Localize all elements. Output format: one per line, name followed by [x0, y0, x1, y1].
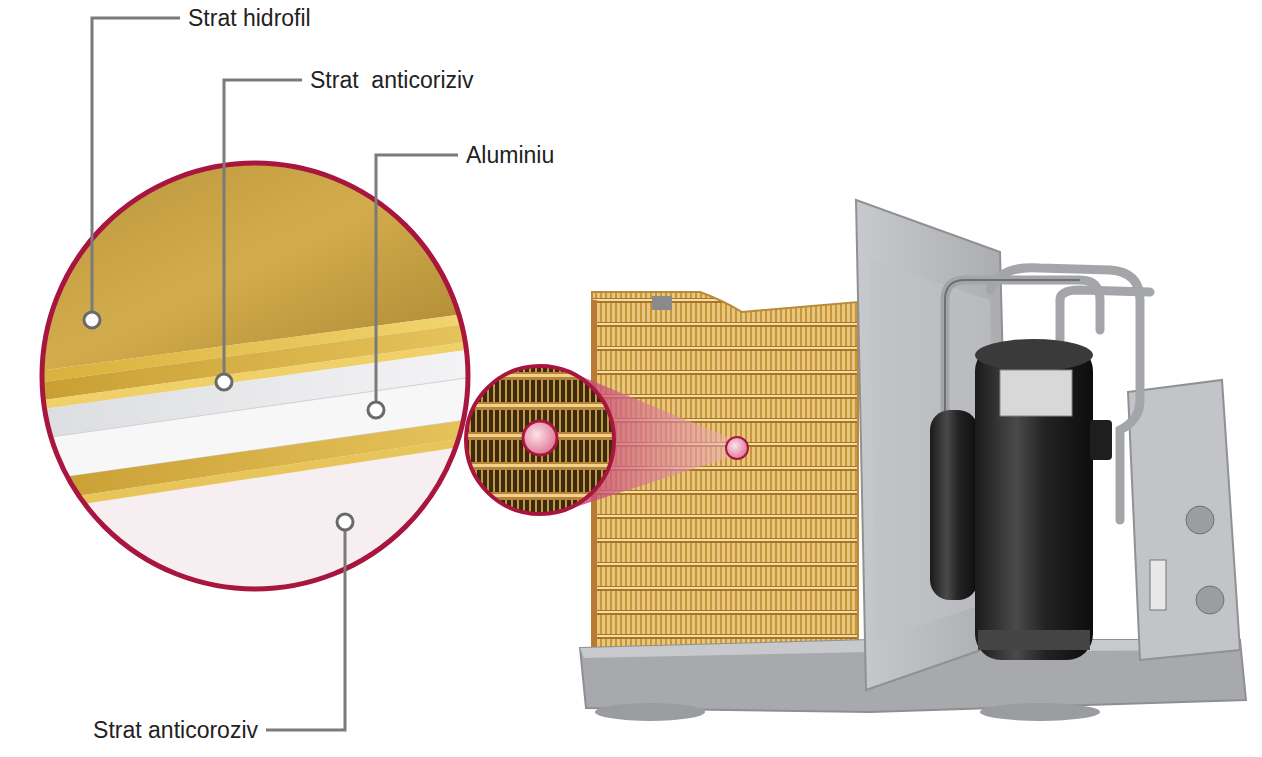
leader-dots: [84, 312, 384, 530]
focus-dot: [523, 421, 557, 455]
terminal-cover: [1090, 420, 1112, 460]
compressor-plate: [1000, 370, 1072, 416]
layer-label: Strat anticoriziv: [310, 66, 474, 94]
compressor: [975, 345, 1093, 660]
accumulator: [930, 410, 978, 600]
service-valve: [1196, 586, 1224, 614]
leader-line: [266, 522, 345, 730]
leader-lines: [92, 18, 458, 730]
leader-line: [376, 155, 458, 410]
layer-closeup: [30, 150, 490, 610]
foot: [595, 703, 705, 721]
service-valve: [1186, 506, 1214, 534]
leader-dot: [84, 312, 100, 328]
magnifier-ring: [466, 366, 614, 514]
coil-bracket: [652, 296, 672, 310]
layer-label: Aluminiu: [466, 141, 554, 169]
leader-line: [92, 18, 180, 320]
fin-closeup: [462, 362, 622, 522]
leader-dot: [368, 402, 384, 418]
barcode-sticker: [1150, 560, 1166, 610]
magnifier-ring: [42, 163, 468, 589]
compressor-top: [975, 339, 1093, 371]
leader-line: [224, 80, 302, 382]
compressor-mount: [978, 630, 1090, 650]
condenser-coil: [592, 292, 858, 690]
leader-dot: [216, 374, 232, 390]
foot: [980, 703, 1100, 721]
layer-label: Strat anticoroziv: [93, 716, 258, 744]
background: [30, 150, 490, 610]
focus-dot: [726, 437, 748, 459]
anticorrosive-bottom-edge: [30, 436, 480, 512]
valve-panel: [1128, 380, 1240, 660]
leader-dot: [337, 514, 353, 530]
anticorrosive-bottom-face: [30, 418, 480, 503]
layer-label: Strat hidrofil: [188, 4, 311, 32]
